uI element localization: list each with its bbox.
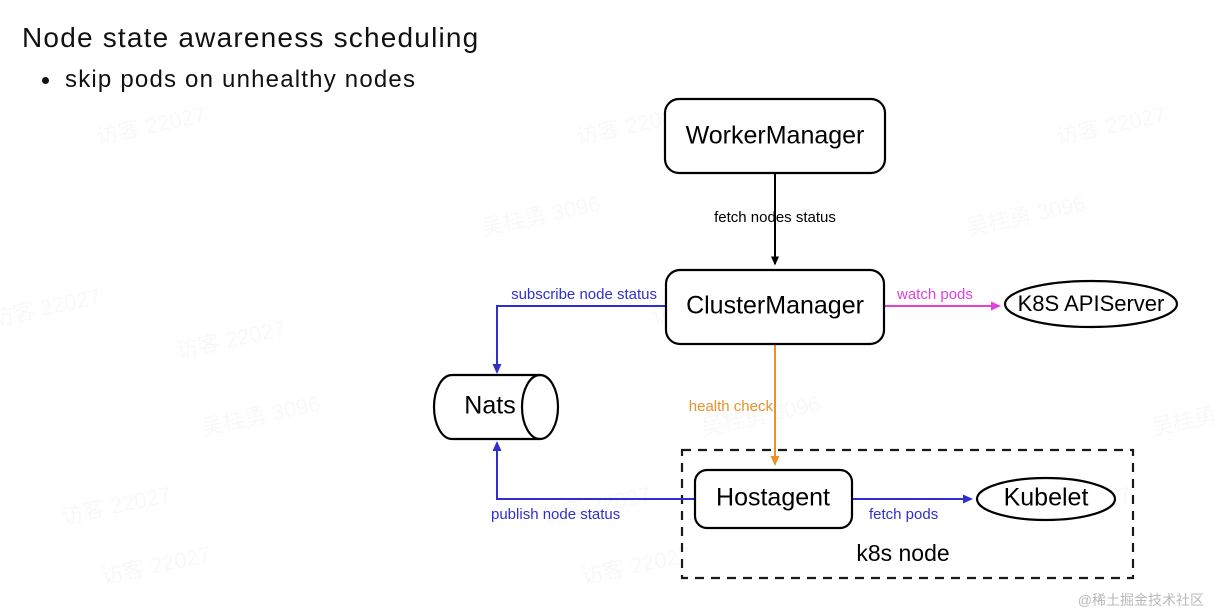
edge-publish-node-status: [492, 441, 695, 500]
node-kubelet-label: Kubelet: [1004, 484, 1089, 512]
node-worker-manager-label: WorkerManager: [686, 122, 865, 150]
edge-label-health-check: health check: [689, 398, 774, 415]
bullet-dot-icon: [42, 76, 49, 84]
footer-watermark: @稀土掘金技术社区: [1077, 592, 1204, 608]
node-cluster-manager[interactable]: [664, 268, 886, 346]
node-hostagent-label: Hostagent: [716, 484, 830, 512]
edge-label-fetch-nodes-status: fetch nodes status: [714, 209, 836, 226]
node-k8s-apiserver[interactable]: [1003, 279, 1179, 329]
edge-label-subscribe-node-status: subscribe node status: [511, 286, 657, 303]
edge-label-watch-pods: watch pods: [896, 286, 973, 303]
node-nats[interactable]: [432, 373, 560, 441]
node-cluster-manager-label: ClusterManager: [686, 292, 864, 320]
edge-label-fetch-pods: fetch pods: [869, 506, 938, 523]
node-kubelet[interactable]: [975, 476, 1117, 522]
edge-subscribe-node-status: [492, 305, 666, 374]
bullet-item-label: skip pods on unhealthy nodes: [65, 66, 417, 93]
node-k8s-apiserver-label: K8S APIServer: [1018, 291, 1165, 316]
node-worker-manager[interactable]: [663, 97, 887, 175]
page-title: Node state awareness scheduling: [22, 22, 480, 53]
k8s-node-group-label: k8s node: [856, 540, 949, 566]
edge-label-publish-node-status: publish node status: [491, 506, 620, 523]
k8s-node-group-box: [680, 448, 1135, 580]
node-hostagent[interactable]: [693, 468, 854, 530]
node-nats-label: Nats: [464, 392, 515, 420]
bullet-item: skip pods on unhealthy nodes: [42, 66, 416, 94]
